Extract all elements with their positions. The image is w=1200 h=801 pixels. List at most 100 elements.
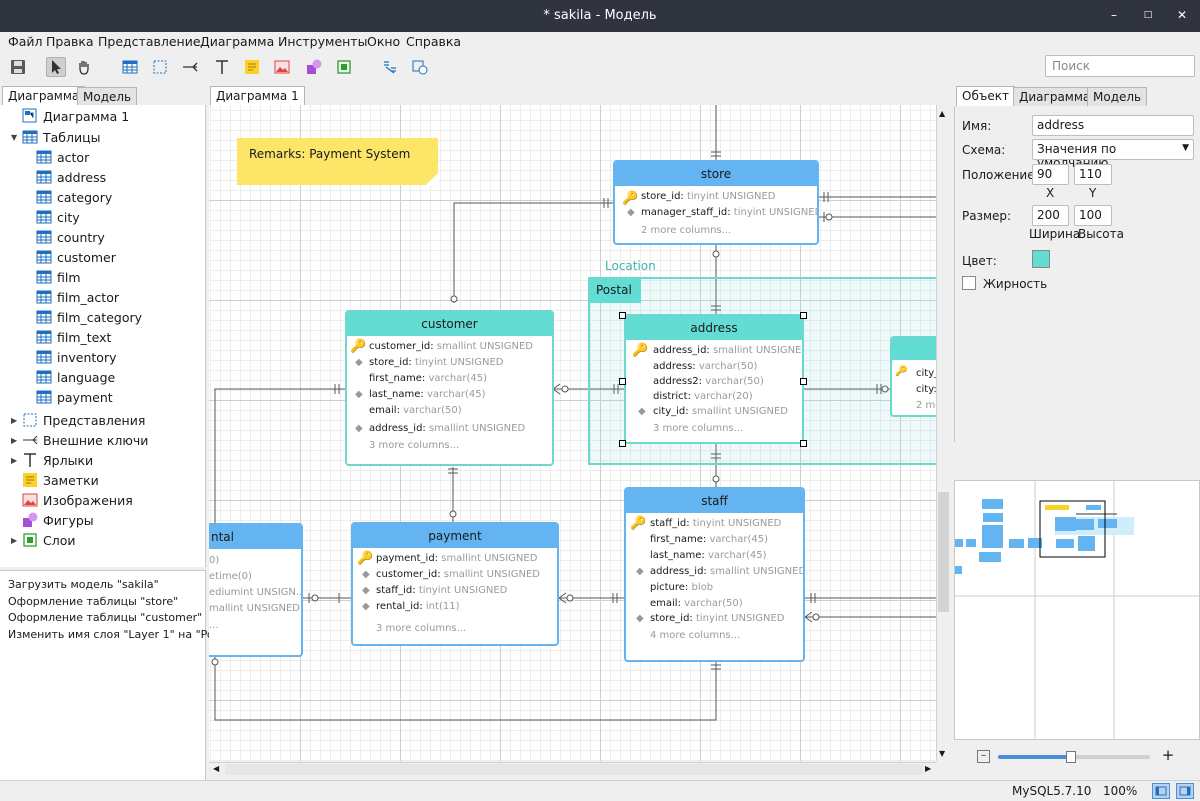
tree-item-table[interactable]: actor	[36, 147, 89, 167]
collapsed-arrow-icon[interactable]: ▶	[11, 435, 18, 445]
save-icon[interactable]	[8, 57, 28, 77]
right-panel-toggle-icon[interactable]	[1176, 783, 1194, 799]
validate-tool-icon[interactable]	[410, 57, 430, 77]
position-y-field[interactable]: 110	[1074, 164, 1112, 185]
more-columns[interactable]: 2 more columns...	[641, 225, 732, 236]
tree-item-table[interactable]: film_text	[36, 327, 111, 347]
entity-city-partial[interactable]: 🔑 city_ city: 2 mo	[890, 336, 936, 417]
log-line[interactable]: Оформление таблицы "customer"	[8, 611, 203, 624]
menu-tools[interactable]: Инструменты	[278, 34, 368, 49]
tree-item-tables[interactable]: ▼ Таблицы	[11, 127, 101, 147]
tab-object[interactable]: Объект	[956, 86, 1015, 106]
tree-item-table[interactable]: country	[36, 227, 105, 247]
collapsed-arrow-icon[interactable]: ▶	[11, 535, 18, 545]
width-field[interactable]: 200	[1032, 205, 1069, 226]
tab-left-diagram[interactable]: Диаграмма	[2, 86, 86, 106]
resize-handle[interactable]	[619, 378, 626, 385]
view-tool-icon[interactable]	[150, 57, 170, 77]
more-columns[interactable]: 3 more columns...	[376, 623, 467, 634]
tab-left-model[interactable]: Модель	[77, 87, 138, 107]
tree-item-table[interactable]: language	[36, 367, 115, 387]
tree-item-table[interactable]: customer	[36, 247, 116, 267]
minimap[interactable]	[954, 480, 1200, 740]
tree-item-notes[interactable]: Заметки	[22, 470, 99, 490]
resize-handle[interactable]	[800, 440, 807, 447]
pointer-tool-icon[interactable]	[46, 57, 66, 77]
more-columns[interactable]: ...	[209, 620, 219, 631]
menu-view[interactable]: Представление	[98, 34, 201, 49]
scroll-thumb[interactable]	[938, 492, 949, 612]
log-line[interactable]: Загрузить модель "sakila"	[8, 578, 159, 591]
more-columns[interactable]: 2 mo	[916, 400, 936, 411]
foreign-key-tool-icon[interactable]	[180, 57, 200, 77]
tree-item-views[interactable]: ▶ Представления	[11, 410, 145, 430]
close-button[interactable]: ✕	[1176, 8, 1188, 22]
more-columns[interactable]: 3 more columns...	[653, 423, 744, 434]
menu-diagram[interactable]: Диаграмма	[200, 34, 275, 49]
tree-item-table[interactable]: city	[36, 207, 80, 227]
tree-item-layers[interactable]: ▶ Слои	[11, 530, 76, 550]
resize-handle[interactable]	[619, 312, 626, 319]
tree-item-table[interactable]: film	[36, 267, 81, 287]
remark-note[interactable]: Remarks: Payment System	[237, 138, 438, 185]
zoom-in-icon[interactable]: +	[1161, 746, 1175, 764]
resize-handle[interactable]	[619, 440, 626, 447]
menu-edit[interactable]: Правка	[46, 34, 94, 49]
entity-payment[interactable]: payment 🔑payment_id: smallint UNSIGNED◆c…	[351, 522, 559, 646]
menu-window[interactable]: Окно	[367, 34, 401, 49]
shape-tool-icon[interactable]	[304, 57, 324, 77]
tree-item-images[interactable]: Изображения	[22, 490, 133, 510]
log-line[interactable]: Изменить имя слоя "Layer 1" на "Pos	[8, 628, 220, 641]
minimize-button[interactable]: –	[1111, 8, 1117, 22]
left-panel-toggle-icon[interactable]	[1152, 783, 1170, 799]
entity-customer[interactable]: customer 🔑customer_id: smallint UNSIGNED…	[345, 310, 554, 466]
bold-checkbox[interactable]	[962, 276, 976, 290]
log-line[interactable]: Оформление таблицы "store"	[8, 595, 179, 608]
text-label-tool-icon[interactable]	[212, 57, 232, 77]
vertical-scrollbar[interactable]: ▲ ▼	[936, 105, 950, 761]
zoom-slider-handle[interactable]	[1065, 751, 1076, 763]
table-tool-icon[interactable]	[120, 57, 140, 77]
layer-tool-icon[interactable]	[334, 57, 354, 77]
tree-item-foreign-keys[interactable]: ▶ Внешние ключи	[11, 430, 148, 450]
arrange-tool-icon[interactable]	[380, 57, 400, 77]
menu-help[interactable]: Справка	[406, 34, 462, 49]
scroll-left-icon[interactable]: ◀	[213, 764, 220, 773]
position-x-field[interactable]: 90	[1032, 164, 1069, 185]
collapsed-arrow-icon[interactable]: ▶	[11, 455, 18, 465]
expanded-arrow-icon[interactable]: ▼	[11, 132, 18, 142]
tab-canvas-diagram[interactable]: Диаграмма 1	[210, 86, 305, 106]
layer-postal-tab[interactable]: Postal	[590, 279, 641, 303]
more-columns[interactable]: 4 more columns...	[650, 630, 741, 641]
tab-right-diagram[interactable]: Диаграмма	[1013, 87, 1097, 107]
tree-item-table[interactable]: film_category	[36, 307, 142, 327]
resize-handle[interactable]	[800, 312, 807, 319]
tab-right-model[interactable]: Модель	[1087, 87, 1148, 107]
name-field[interactable]: address	[1032, 115, 1194, 136]
tree-item-table[interactable]: film_actor	[36, 287, 119, 307]
menu-file[interactable]: Файл	[8, 34, 43, 49]
zoom-slider[interactable]	[998, 751, 1150, 763]
entity-store[interactable]: store 🔑 store_id: tinyint UNSIGNED ◆ man…	[613, 160, 819, 245]
zoom-out-icon[interactable]: –	[977, 750, 990, 763]
search-input[interactable]: Поиск	[1045, 55, 1195, 77]
schema-select[interactable]: Значения по умолчанию▼	[1032, 139, 1194, 170]
more-columns[interactable]: 3 more columns...	[369, 440, 460, 451]
entity-rental-partial[interactable]: ntal 0) etime(0) ediumint UNSIGN... mall…	[209, 523, 303, 657]
hand-tool-icon[interactable]	[74, 57, 94, 77]
color-swatch[interactable]	[1032, 250, 1050, 268]
maximize-button[interactable]: □	[1143, 10, 1153, 20]
tree-item-table[interactable]: payment	[36, 387, 113, 407]
tree-item-labels[interactable]: ▶ Ярлыки	[11, 450, 93, 470]
tree-item-shapes[interactable]: Фигуры	[22, 510, 94, 530]
scroll-thumb[interactable]	[225, 764, 923, 775]
height-field[interactable]: 100	[1074, 205, 1112, 226]
horizontal-scrollbar[interactable]: ◀ ▶	[209, 762, 936, 776]
resize-handle[interactable]	[800, 378, 807, 385]
scroll-right-icon[interactable]: ▶	[925, 764, 932, 773]
tree-item-diagram[interactable]: Диаграмма 1	[22, 106, 129, 126]
image-tool-icon[interactable]	[272, 57, 292, 77]
scroll-up-icon[interactable]: ▲	[939, 109, 946, 118]
